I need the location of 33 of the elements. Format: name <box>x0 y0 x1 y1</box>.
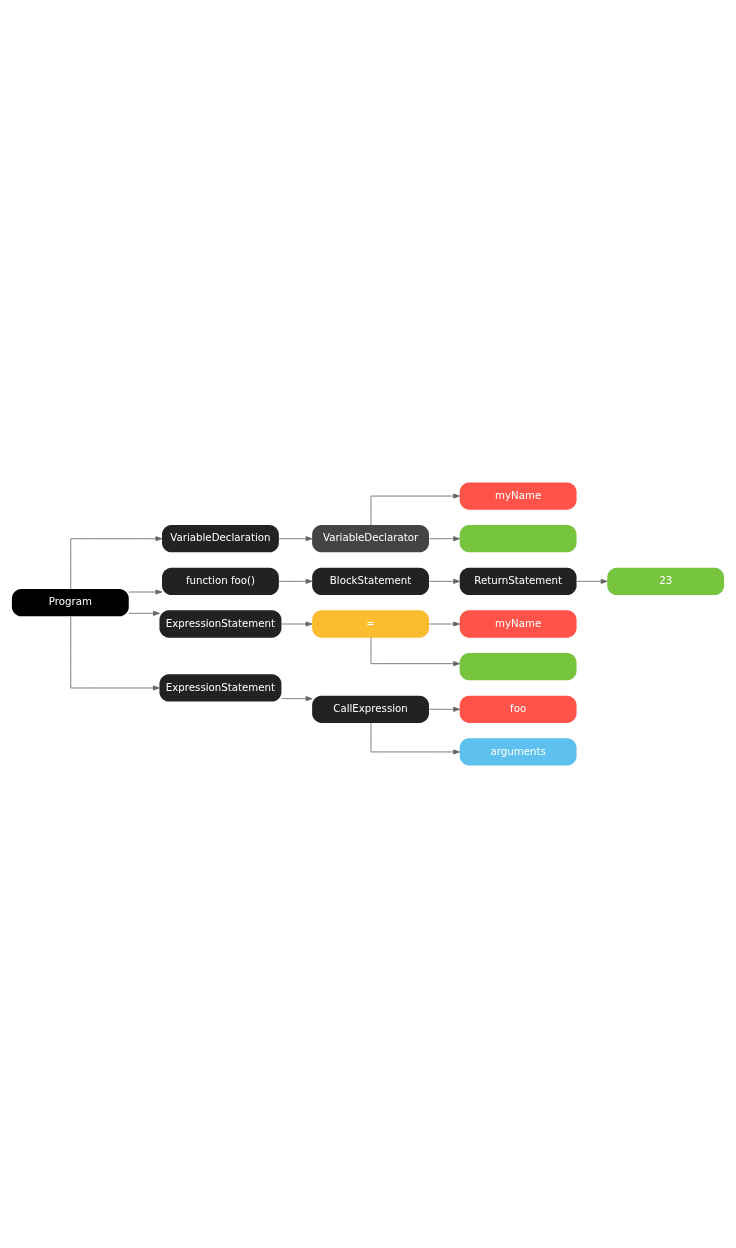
node-box <box>459 525 577 553</box>
node-box: VariableDeclaration <box>162 525 279 553</box>
arrow <box>428 536 460 542</box>
arrow <box>128 610 160 616</box>
arrow <box>576 578 608 584</box>
node-box: Program <box>11 589 129 617</box>
arrow <box>70 536 163 590</box>
node-box: arguments <box>459 738 577 766</box>
arrow <box>370 637 460 667</box>
node-box: CallExpression <box>312 695 429 723</box>
arrow <box>278 536 313 542</box>
node-box: function foo() <box>162 567 279 595</box>
arrow <box>428 578 460 584</box>
arrow <box>281 696 313 702</box>
node-box: = <box>312 610 429 638</box>
node-box: myName <box>459 610 577 638</box>
node-box: ExpressionStatement <box>159 610 282 638</box>
node-box: BlockStatement <box>312 567 429 595</box>
node-box: ExpressionStatement <box>159 674 282 702</box>
node-box: myName <box>459 482 577 510</box>
arrow <box>370 493 460 526</box>
arrow <box>70 615 160 691</box>
arrow <box>428 706 460 712</box>
node-box: ReturnStatement <box>459 567 577 595</box>
node-box: 23 <box>607 567 725 595</box>
arrow <box>370 722 460 755</box>
node-box <box>459 653 577 681</box>
node-box: foo <box>459 695 577 723</box>
arrow <box>281 621 313 627</box>
arrow <box>128 589 163 595</box>
arrow <box>278 578 313 584</box>
arrow <box>428 621 460 627</box>
node-box: VariableDeclarator <box>312 525 429 553</box>
